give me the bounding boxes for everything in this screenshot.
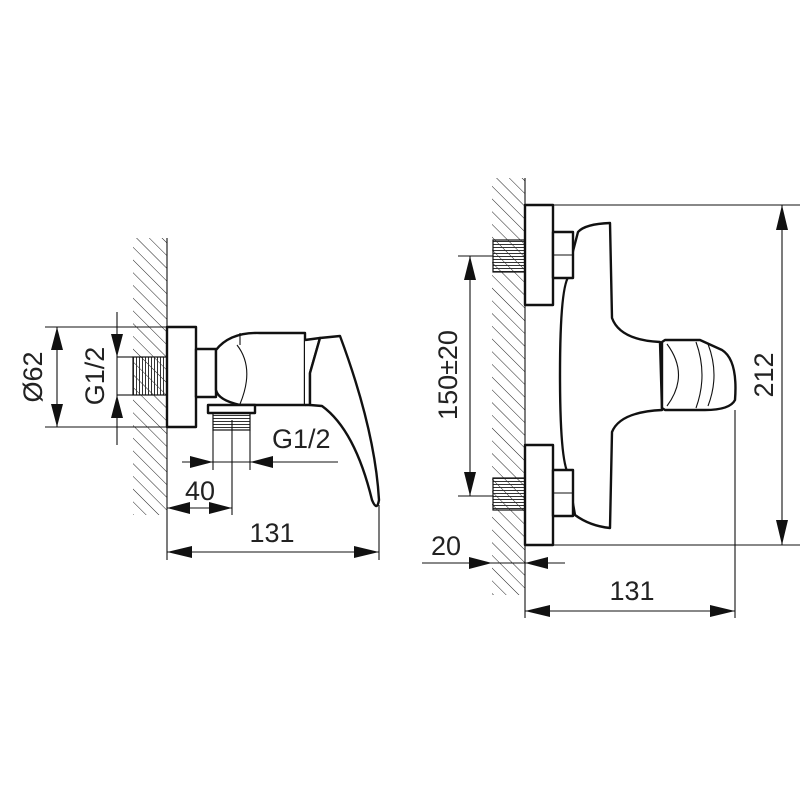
side-view: Ø62 G1/2 G1/2 40 131 xyxy=(18,238,381,560)
lever-handle xyxy=(308,334,381,508)
lower-flange xyxy=(523,443,555,547)
outlet-thread-label: G1/2 xyxy=(272,424,331,454)
control-knob xyxy=(660,338,737,412)
inlet-thread-label: G1/2 xyxy=(80,347,110,406)
diameter-label: Ø62 xyxy=(18,351,48,402)
height-label: 212 xyxy=(749,352,779,397)
front-view: 212 150±20 20 131 xyxy=(422,178,800,618)
mixer-body xyxy=(558,221,664,530)
inlet-thread xyxy=(132,356,168,396)
nut xyxy=(194,347,218,399)
flange xyxy=(165,325,198,429)
wall-offset-label: 20 xyxy=(431,531,461,561)
upper-flange xyxy=(523,203,555,307)
outlet-nut xyxy=(206,403,257,415)
outlet-offset-label: 40 xyxy=(185,476,215,506)
front-depth-label: 131 xyxy=(609,576,654,606)
body xyxy=(214,331,307,407)
lower-inlet-thread xyxy=(492,477,526,511)
upper-inlet-thread xyxy=(492,239,526,273)
side-depth-label: 131 xyxy=(249,518,294,548)
inlet-spacing-label: 150±20 xyxy=(433,330,463,420)
